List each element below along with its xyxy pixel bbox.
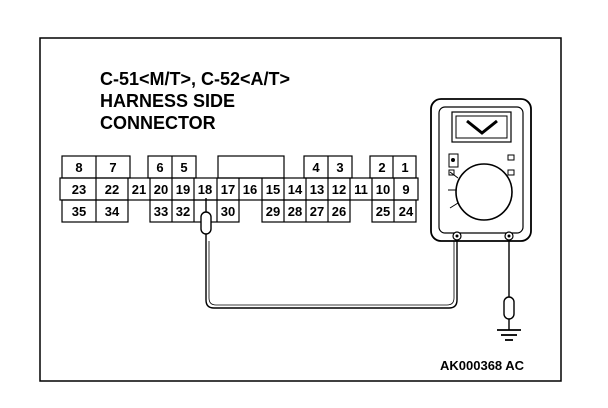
title-line-2: HARNESS SIDE xyxy=(100,91,235,111)
pin-label: 35 xyxy=(72,204,86,219)
figure-reference-code: AK000368 AC xyxy=(440,358,525,373)
pin-label: 27 xyxy=(310,204,324,219)
pin-label: 23 xyxy=(72,182,86,197)
pin-label: 2 xyxy=(378,160,385,175)
pin-label: 12 xyxy=(332,182,346,197)
pin-label: 11 xyxy=(354,182,368,197)
pin-label: 17 xyxy=(221,182,235,197)
pin-label: 13 xyxy=(310,182,324,197)
pin-label: 10 xyxy=(376,182,390,197)
connector-key-slot xyxy=(217,155,285,179)
pin-label: 6 xyxy=(156,160,163,175)
multimeter-icon xyxy=(430,98,532,242)
pin-label: 30 xyxy=(221,204,235,219)
pin-label: 29 xyxy=(266,204,280,219)
pin-label: 8 xyxy=(75,160,82,175)
pin-label: 33 xyxy=(154,204,168,219)
pin-label: 4 xyxy=(312,160,320,175)
pin-label: 34 xyxy=(105,204,120,219)
ground-lead xyxy=(503,240,515,330)
pin-label: 18 xyxy=(198,182,212,197)
pin-label: 16 xyxy=(243,182,257,197)
connector-row3-group-a xyxy=(61,199,129,223)
pin-label: 20 xyxy=(154,182,168,197)
pin-label: 3 xyxy=(336,160,343,175)
pin-label: 5 xyxy=(180,160,187,175)
pin-label: 7 xyxy=(109,160,116,175)
pin-label: 14 xyxy=(288,182,303,197)
pin-label: 24 xyxy=(399,204,414,219)
test-probe-icon xyxy=(200,198,212,241)
pin-label: 32 xyxy=(176,204,190,219)
pin-label: 15 xyxy=(266,182,280,197)
probe-lead-wire xyxy=(205,240,458,309)
harness-connector xyxy=(59,155,419,223)
pin-label: 21 xyxy=(132,182,146,197)
title-line-1: C-51<M/T>, C-52<A/T> xyxy=(100,69,290,89)
title-line-3: CONNECTOR xyxy=(100,113,216,133)
probe-lead-wire-outline xyxy=(208,240,455,306)
diagram-frame xyxy=(39,37,562,382)
ground-symbol-icon xyxy=(497,329,521,341)
pin-label: 25 xyxy=(376,204,390,219)
pin-label: 28 xyxy=(288,204,302,219)
pin-label: 9 xyxy=(402,182,409,197)
pin-label: 22 xyxy=(105,182,119,197)
pin-label: 19 xyxy=(176,182,190,197)
pin-label: 26 xyxy=(332,204,346,219)
pin-label: 1 xyxy=(401,160,408,175)
